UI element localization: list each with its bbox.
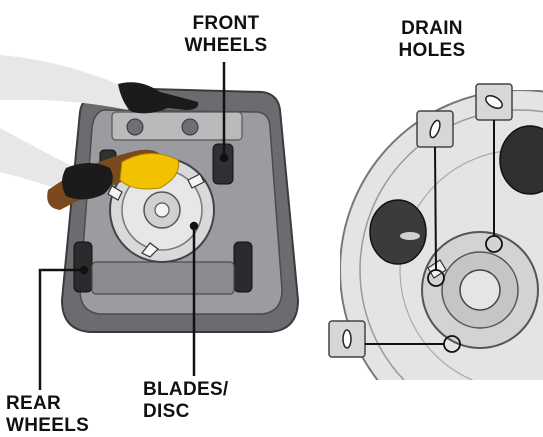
front-bumper — [111, 111, 243, 141]
rear-wheels-label: REAR WHEELS — [6, 393, 89, 437]
blade-2 — [141, 242, 159, 258]
rear-wheels-leader — [38, 268, 84, 390]
rear-housing — [91, 261, 235, 295]
drain-hole-icon — [342, 329, 352, 349]
closeup-outer-ring — [359, 109, 543, 380]
mower-underside — [60, 86, 300, 333]
lower-hand-with-brush — [0, 128, 180, 210]
front-caster-right — [181, 118, 199, 136]
rear-wheel-right — [233, 241, 253, 293]
closeup-hub-inner — [459, 269, 501, 311]
rear-wheels-label-line-2: WHEELS — [6, 415, 90, 436]
closeup-wheel-top — [499, 125, 543, 195]
blade-disc-center — [154, 202, 170, 218]
drain-holes-label-line-2: HOLES — [398, 40, 466, 61]
upper-arm — [0, 55, 128, 110]
lower-glove — [62, 163, 113, 200]
drain-holes-label-line-1: DRAIN — [401, 18, 463, 39]
drain-hole-icon — [485, 95, 503, 109]
front-wheels-leader-dot — [219, 153, 229, 163]
blade-3 — [107, 185, 123, 201]
front-caster-left — [126, 118, 144, 136]
front-wheels-label-line-1: FRONT — [192, 13, 260, 34]
upper-glove — [118, 82, 199, 114]
drain-holes-label: DRAIN HOLES — [380, 18, 484, 62]
blades-disc-label-line-1: BLADES/ — [143, 379, 229, 400]
brush-bristles — [119, 153, 180, 190]
closeup-blade — [427, 259, 447, 279]
right-leader-lines — [365, 120, 495, 345]
rear-wheels-label-line-1: REAR — [6, 393, 62, 414]
closeup-wheel-left — [369, 199, 427, 265]
front-wheels-label: FRONT WHEELS — [171, 13, 281, 57]
lower-arm — [0, 128, 80, 196]
closeup-wheel-left-hub — [400, 232, 420, 240]
blade-1 — [187, 173, 205, 189]
left-leader-lines — [38, 62, 229, 390]
drain-hole-icon — [429, 119, 441, 139]
drain-leader-1 — [434, 146, 437, 271]
blades-disc-label: BLADES/ DISC — [143, 379, 229, 423]
rear-wheels-leader-dot — [79, 265, 89, 275]
drain-hole-callout-2 — [475, 83, 513, 121]
front-wheels-label-line-2: WHEELS — [184, 35, 268, 56]
drain-hole-callout-1 — [416, 110, 454, 148]
blades-disc-label-line-2: DISC — [143, 401, 190, 422]
blades-disc-leader-dot — [189, 221, 199, 231]
drain-hole-callout-3 — [328, 320, 366, 358]
upper-hand — [0, 55, 199, 114]
drain-holes-closeup — [340, 90, 543, 380]
